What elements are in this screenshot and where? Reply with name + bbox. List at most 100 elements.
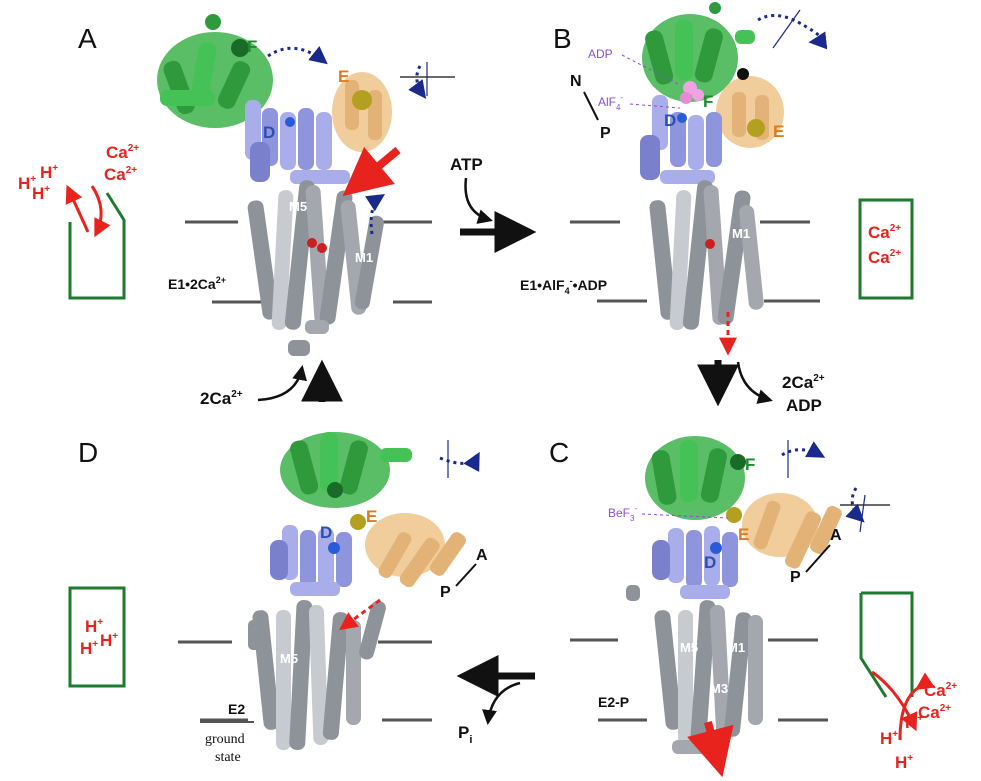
- pa-label-a: A: [476, 547, 488, 564]
- rotation-axis-icon: [840, 487, 890, 533]
- ion-h-label: H+: [40, 163, 58, 182]
- ligand-pointer: [629, 103, 681, 109]
- pa-label-p: P: [440, 584, 451, 601]
- dotted-red-arrow: [339, 598, 381, 631]
- a-domain-structure: [332, 72, 392, 152]
- np-connector: [583, 91, 599, 121]
- conformation-arrow: [342, 146, 401, 197]
- np-label-n: N: [570, 73, 582, 90]
- ion-ca-label: Ca2+: [106, 143, 139, 162]
- helix-label-m5: M5: [289, 199, 307, 214]
- domain-label-e: E: [738, 525, 749, 544]
- pi-label: Pi: [458, 723, 472, 746]
- ligand-pointer: [641, 513, 729, 519]
- panel-d: D E D: [68, 432, 488, 765]
- rotation-axis-icon: [757, 9, 828, 50]
- ion-pump-box: [858, 198, 914, 300]
- pa-label-a: A: [830, 527, 842, 544]
- helix-label-m5: M5: [280, 651, 298, 666]
- domain-label-e: E: [338, 67, 349, 86]
- ion-h-label: H+: [85, 617, 103, 636]
- ca-binding-arrow: [257, 365, 307, 402]
- ion-pump-box: [859, 591, 914, 698]
- transition-b-to-c: 2Ca2+ ADP: [697, 360, 825, 415]
- state-label-b: E1•AlF4-•ADP: [520, 276, 607, 296]
- n-domain-structure: [642, 2, 755, 102]
- helix-label-m5: M5: [680, 640, 698, 655]
- p-domain-structure: [270, 525, 352, 596]
- domain-label-f: F: [745, 455, 755, 474]
- release-arrow: [736, 361, 773, 404]
- ion-h-label: H+: [100, 631, 118, 650]
- domain-label-f: F: [247, 37, 257, 56]
- ion-ca-label: Ca2+: [918, 703, 951, 722]
- ion-h-label: H+: [895, 753, 913, 772]
- panel-b: B F E: [520, 2, 914, 356]
- a-domain-structure: [716, 68, 784, 148]
- ion-arrow: [90, 185, 111, 238]
- tm-domain-structure: [247, 180, 384, 356]
- domain-label-d: D: [664, 111, 676, 130]
- ion-h-label: H+: [905, 713, 923, 732]
- p-domain-structure: [640, 95, 722, 184]
- rotation-axis-icon: [400, 62, 455, 99]
- ligand-pointer: [621, 54, 681, 86]
- ion-h-label: H+: [80, 639, 98, 658]
- ion-ca-label: Ca2+: [868, 223, 901, 242]
- ion-ca-label: Ca2+: [104, 165, 137, 184]
- panel-a: A F E: [18, 14, 455, 356]
- helix-label-m1: M1: [355, 250, 373, 265]
- state-label-d: E2: [228, 701, 245, 717]
- pa-connector: [805, 544, 831, 573]
- tm-domain-structure: [626, 585, 763, 754]
- ion-h-label: H+: [880, 729, 898, 748]
- domain-label-f: F: [703, 92, 713, 111]
- ion-arrow: [898, 672, 935, 741]
- release-arrow: [482, 681, 521, 725]
- nucleotide-ligand: [680, 81, 704, 104]
- transition-a-to-b: ATP: [450, 155, 537, 253]
- transition-c-to-d: Pi: [456, 655, 535, 746]
- a-domain-structure: [726, 493, 842, 569]
- helix-label-m1: M1: [727, 640, 745, 655]
- rotation-arrow: [267, 45, 328, 65]
- domain-label-d: D: [320, 523, 332, 542]
- atp-label: ATP: [450, 155, 483, 174]
- rotation-axis-icon: [781, 440, 826, 478]
- helix-label-m3: M3: [710, 681, 728, 696]
- domain-label-d: D: [263, 123, 275, 142]
- pa-label-p: P: [790, 569, 801, 586]
- panel-letter-a: A: [78, 23, 97, 54]
- panel-letter-b: B: [553, 23, 572, 54]
- ion-pump-box: [68, 192, 126, 300]
- ligand-label-adp: ADP: [588, 47, 613, 61]
- ion-ca-label: Ca2+: [924, 681, 957, 700]
- ion-h-label: H+: [18, 174, 36, 193]
- conformation-arrow: [687, 720, 734, 778]
- ca-out-label: 2Ca2+: [782, 373, 825, 392]
- panel-c: C F E D: [549, 436, 957, 778]
- ion-pump-box: [68, 586, 126, 688]
- state-subtitle-state: state: [215, 750, 241, 765]
- state-label-c: E2-P: [598, 694, 629, 710]
- state-label-a: E1•2Ca2+: [168, 275, 226, 292]
- a-domain-structure: [350, 513, 466, 588]
- domain-label-d: D: [704, 553, 716, 572]
- transition-d-to-a: 2Ca2+: [200, 359, 343, 408]
- domain-label-e: E: [366, 507, 377, 526]
- atp-binding-arrow: [464, 177, 493, 224]
- p-domain-structure: [245, 100, 350, 184]
- p-domain-structure: [652, 526, 738, 599]
- ion-h-label: H+: [32, 184, 50, 203]
- panel-letter-d: D: [78, 437, 98, 468]
- domain-label-e: E: [773, 122, 784, 141]
- adp-out-label: ADP: [786, 396, 822, 415]
- ion-arrow: [871, 670, 918, 732]
- tm-domain-structure: [649, 180, 764, 330]
- ligand-label-alf: AlF4-: [598, 93, 623, 112]
- tm-domain-structure: [248, 600, 386, 750]
- pa-connector: [455, 563, 477, 587]
- panel-letter-c: C: [549, 437, 569, 468]
- np-label-p: P: [600, 125, 611, 142]
